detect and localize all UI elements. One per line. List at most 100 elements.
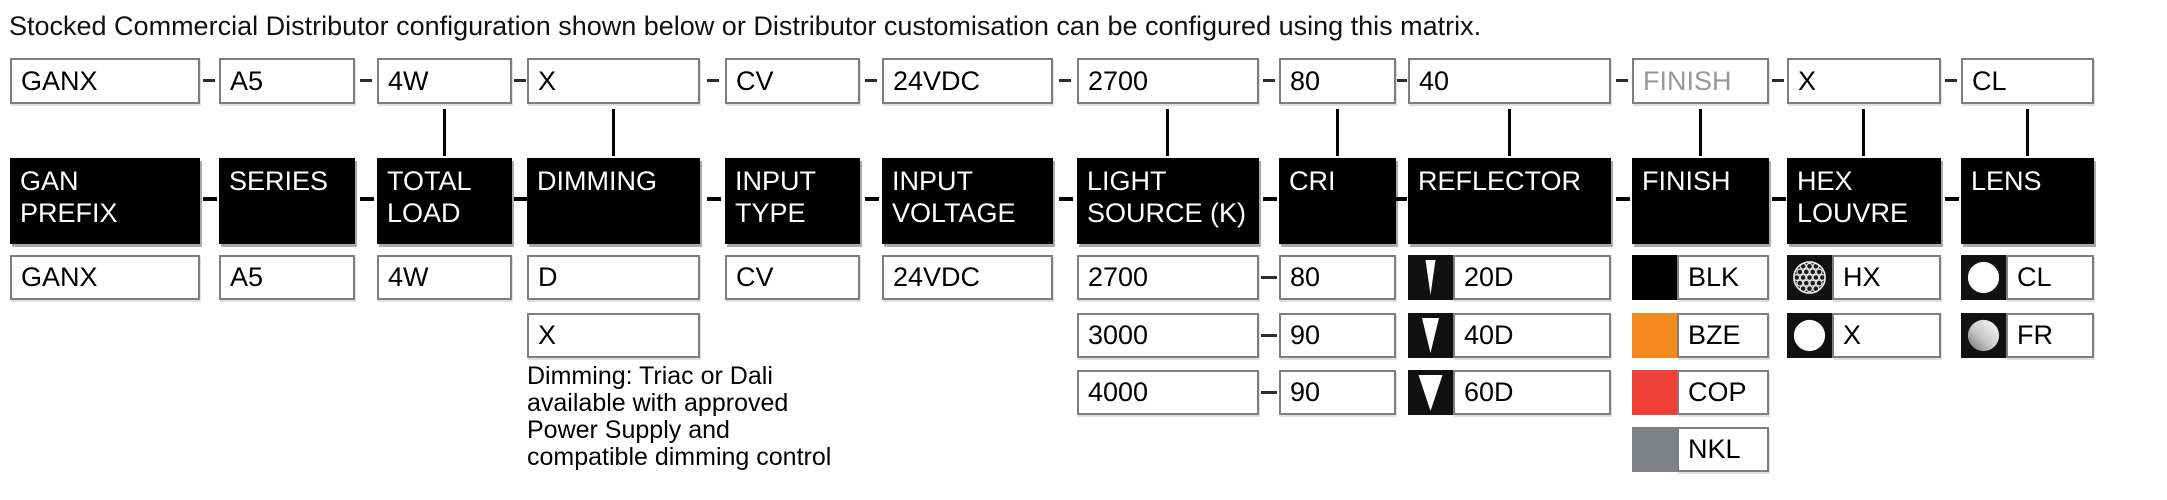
option-series: A5 — [219, 255, 355, 300]
option-cri-90a: 90 — [1279, 313, 1396, 358]
option-label: HX — [1832, 255, 1941, 300]
code-separator-dash — [360, 79, 372, 82]
beam-angle-40-icon — [1408, 313, 1453, 358]
option-label: 40D — [1453, 313, 1611, 358]
option-label: FR — [2006, 313, 2094, 358]
option-cri-90b: 90 — [1279, 370, 1396, 415]
code-separator-dash — [707, 79, 719, 82]
header-light-source: LIGHT SOURCE (K) — [1077, 158, 1259, 244]
header-input-voltage: INPUT VOLTAGE — [882, 158, 1053, 244]
code-separator-dash — [1059, 79, 1071, 82]
dimming-note: Dimming: Triac or Dali available with ap… — [527, 362, 832, 471]
option-label: COP — [1677, 370, 1769, 415]
option-lens-cl: CL — [1961, 255, 2094, 300]
header-gan-prefix: GAN PREFIX — [10, 158, 200, 244]
option-reflector-40d: 40D — [1408, 313, 1611, 358]
code-box-gan-prefix: GANX — [10, 58, 200, 104]
connector-line-lens — [2026, 109, 2029, 156]
hex-louvre-icon — [1787, 255, 1832, 300]
option-total-load: 4W — [377, 255, 512, 300]
code-box-finish-placeholder: FINISH — [1632, 58, 1769, 104]
code-box-total-load: 4W — [377, 58, 512, 104]
header-finish: FINISH — [1632, 158, 1769, 244]
header-separator-dash — [1059, 197, 1073, 201]
option-separator-dash — [1261, 334, 1277, 337]
code-box-reflector: 40 — [1408, 58, 1611, 104]
connector-line-total-load — [443, 109, 446, 156]
code-separator-dash — [1945, 79, 1957, 82]
option-separator-dash — [1261, 391, 1277, 394]
option-label: NKL — [1677, 427, 1769, 472]
option-separator-dash — [1261, 276, 1277, 279]
option-label: BZE — [1677, 313, 1769, 358]
header-series: SERIES — [219, 158, 355, 244]
option-finish-nkl: NKL — [1632, 427, 1769, 472]
code-box-light-source: 2700 — [1077, 58, 1259, 104]
header-dimming: DIMMING — [527, 158, 700, 244]
frosted-lens-icon — [1961, 313, 2006, 358]
header-separator-dash — [1772, 197, 1786, 201]
header-hex-louvre: HEX LOUVRE — [1787, 158, 1941, 244]
code-box-cri: 80 — [1279, 58, 1396, 104]
option-label: X — [1832, 313, 1941, 358]
option-light-source-3000: 3000 — [1077, 313, 1259, 358]
beam-angle-60-icon — [1408, 370, 1453, 415]
option-input-type: CV — [725, 255, 860, 300]
connector-line-light-source — [1166, 109, 1169, 156]
connector-line-dimming — [612, 109, 615, 156]
header-cri: CRI — [1279, 158, 1396, 244]
header-separator-dash — [1616, 197, 1630, 201]
option-light-source-4000: 4000 — [1077, 370, 1259, 415]
connector-line-hex-louvre — [1862, 109, 1865, 156]
option-reflector-20d: 20D — [1408, 255, 1611, 300]
beam-angle-20-icon — [1408, 255, 1453, 300]
option-light-source-2700: 2700 — [1077, 255, 1259, 300]
header-separator-dash — [1945, 197, 1959, 201]
option-lens-fr: FR — [1961, 313, 2094, 358]
code-box-lens: CL — [1961, 58, 2094, 104]
header-reflector: REFLECTOR — [1408, 158, 1611, 244]
code-separator-dash — [1397, 79, 1407, 82]
header-separator-dash — [203, 197, 217, 201]
header-separator-dash — [514, 197, 528, 201]
no-louvre-icon — [1787, 313, 1832, 358]
option-label: 60D — [1453, 370, 1611, 415]
code-separator-dash — [1772, 79, 1784, 82]
option-input-voltage: 24VDC — [882, 255, 1053, 300]
option-finish-cop: COP — [1632, 370, 1769, 415]
connector-line-finish — [1699, 109, 1702, 156]
header-lens: LENS — [1961, 158, 2094, 244]
clear-lens-icon — [1961, 255, 2006, 300]
header-separator-dash — [360, 197, 374, 201]
code-separator-dash — [865, 79, 877, 82]
option-reflector-60d: 60D — [1408, 370, 1611, 415]
finish-swatch-black — [1632, 255, 1677, 300]
option-dimming-x: X — [527, 313, 700, 358]
code-separator-dash — [1616, 79, 1628, 82]
option-label: 20D — [1453, 255, 1611, 300]
finish-swatch-nickel — [1632, 427, 1677, 472]
code-box-series: A5 — [219, 58, 355, 104]
option-finish-bze: BZE — [1632, 313, 1769, 358]
code-box-dimming: X — [527, 58, 700, 104]
header-separator-dash — [707, 197, 721, 201]
code-box-input-type: CV — [725, 58, 860, 104]
code-separator-dash — [514, 79, 526, 82]
header-separator-dash — [1396, 197, 1407, 201]
option-dimming-d: D — [527, 255, 700, 300]
option-hex-louvre-x: X — [1787, 313, 1941, 358]
code-separator-dash — [1263, 79, 1275, 82]
finish-swatch-copper — [1632, 370, 1677, 415]
option-label: CL — [2006, 255, 2094, 300]
code-separator-dash — [203, 79, 215, 82]
header-total-load: TOTAL LOAD — [377, 158, 512, 244]
option-hex-louvre-hx: HX — [1787, 255, 1941, 300]
connector-line-cri — [1336, 109, 1339, 156]
connector-line-reflector — [1508, 109, 1511, 156]
finish-swatch-bronze — [1632, 313, 1677, 358]
matrix-title: Stocked Commercial Distributor configura… — [9, 11, 1482, 41]
option-cri-80: 80 — [1279, 255, 1396, 300]
code-box-hex-louvre: X — [1787, 58, 1941, 104]
header-input-type: INPUT TYPE — [725, 158, 860, 244]
